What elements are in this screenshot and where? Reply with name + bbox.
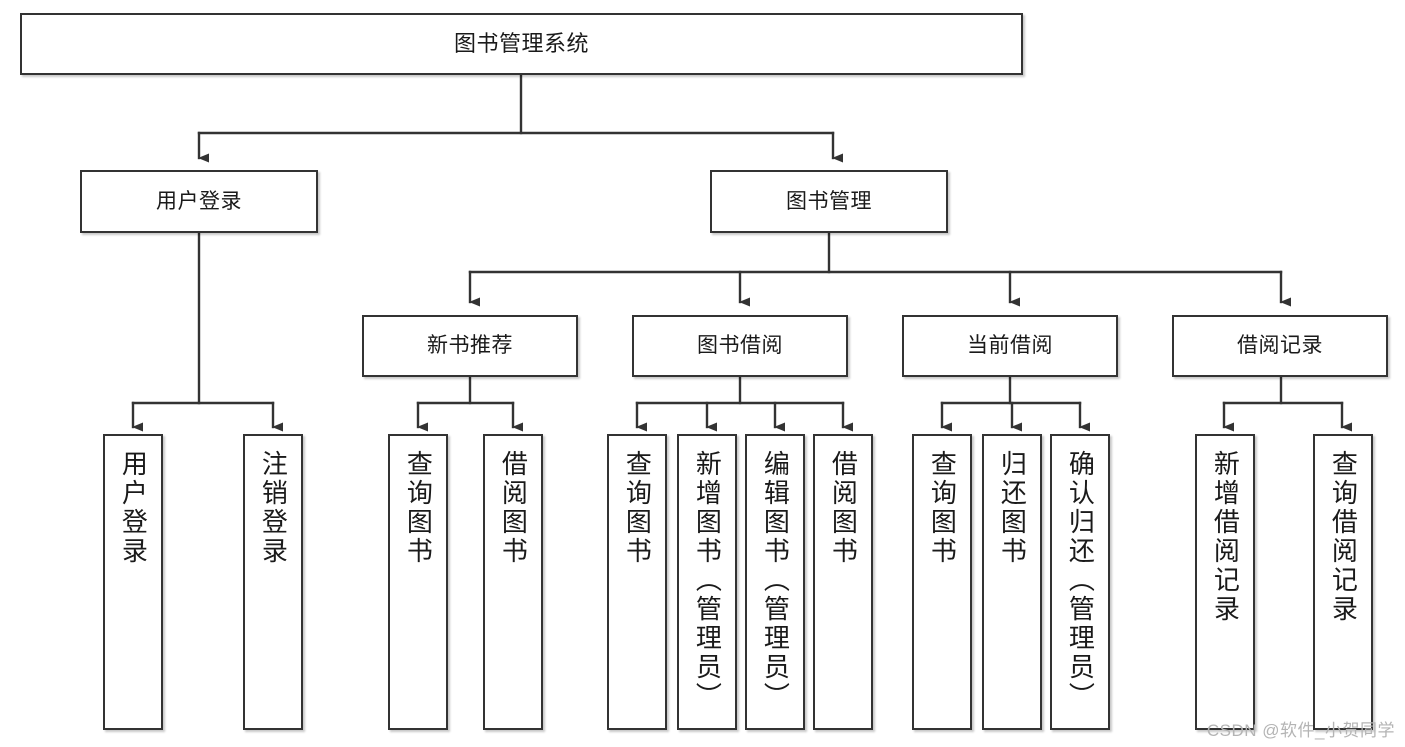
node-user-login[interactable]: 用户登录 — [80, 170, 318, 233]
leaf-book-borrow-add[interactable]: 新增图书（管理员） — [677, 434, 737, 730]
node-label: 借阅记录 — [1237, 334, 1323, 358]
node-label: 注销登录 — [258, 450, 289, 566]
node-book-management[interactable]: 图书管理 — [710, 170, 948, 233]
node-new-book-recommend[interactable]: 新书推荐 — [362, 315, 578, 377]
node-label: 图书借阅 — [697, 334, 783, 358]
node-label: 确认归还（管理员） — [1065, 450, 1096, 711]
leaf-user-login-logout[interactable]: 注销登录 — [243, 434, 303, 730]
node-label: 查询图书 — [403, 450, 434, 566]
leaf-current-borrow-confirm-return[interactable]: 确认归还（管理员） — [1050, 434, 1110, 730]
node-label: 图书管理系统 — [453, 30, 589, 56]
node-book-borrow[interactable]: 图书借阅 — [632, 315, 848, 377]
node-label: 当前借阅 — [967, 334, 1053, 358]
node-label: 借阅图书 — [498, 450, 529, 566]
node-root-book-management-system[interactable]: 图书管理系统 — [20, 13, 1023, 75]
node-borrow-record[interactable]: 借阅记录 — [1172, 315, 1388, 377]
leaf-borrow-record-query[interactable]: 查询借阅记录 — [1313, 434, 1373, 730]
node-label: 图书管理 — [786, 189, 872, 213]
node-label: 借阅图书 — [828, 450, 859, 566]
leaf-book-borrow-edit[interactable]: 编辑图书（管理员） — [745, 434, 805, 730]
leaf-book-borrow-query[interactable]: 查询图书 — [607, 434, 667, 730]
node-label: 查询图书 — [927, 450, 958, 566]
leaf-new-book-query[interactable]: 查询图书 — [388, 434, 448, 730]
leaf-borrow-record-add[interactable]: 新增借阅记录 — [1195, 434, 1255, 730]
node-label: 编辑图书（管理员） — [760, 450, 791, 711]
node-current-borrow[interactable]: 当前借阅 — [902, 315, 1118, 377]
node-label: 查询借阅记录 — [1328, 450, 1359, 624]
leaf-current-borrow-return[interactable]: 归还图书 — [982, 434, 1042, 730]
leaf-user-login-login[interactable]: 用户登录 — [103, 434, 163, 730]
node-label: 用户登录 — [118, 450, 149, 566]
watermark: CSDN @软件_小贺同学 — [1206, 721, 1395, 740]
node-label: 查询图书 — [622, 450, 653, 566]
node-label: 新增借阅记录 — [1210, 450, 1241, 624]
node-label: 用户登录 — [156, 189, 242, 213]
node-label: 新增图书（管理员） — [692, 450, 723, 711]
leaf-new-book-borrow[interactable]: 借阅图书 — [483, 434, 543, 730]
leaf-book-borrow-borrow[interactable]: 借阅图书 — [813, 434, 873, 730]
leaf-current-borrow-query[interactable]: 查询图书 — [912, 434, 972, 730]
node-label: 新书推荐 — [427, 334, 513, 358]
node-label: 归还图书 — [997, 450, 1028, 566]
